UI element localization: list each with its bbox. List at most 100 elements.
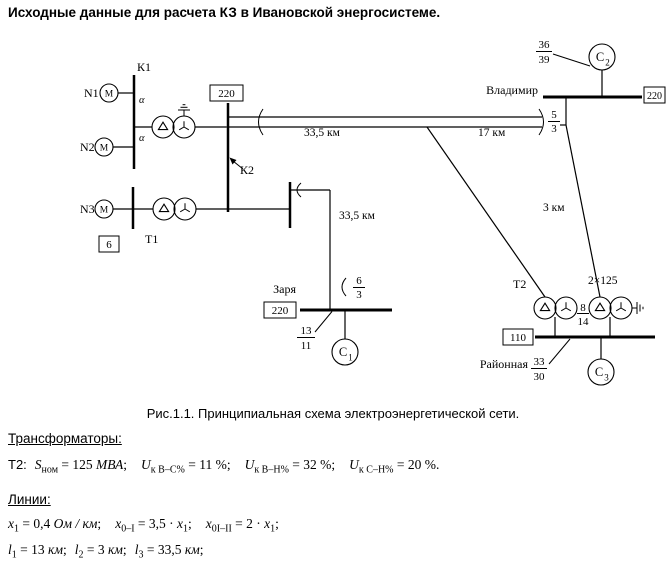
- label-t2: Т2: [513, 277, 526, 291]
- u2-var: U: [244, 457, 255, 472]
- substation-vladimir: Владимир 220 С 2 36 39: [486, 39, 666, 104]
- x1-var: x: [8, 516, 14, 531]
- t2-label: Т2:: [8, 457, 27, 472]
- x1-unit: Ом / км: [53, 516, 98, 531]
- motor-letter: М: [100, 206, 109, 216]
- x1-end: ;: [97, 516, 102, 531]
- x0-sub2: 1: [183, 523, 189, 535]
- transformer-t2a-icon: [533, 296, 578, 320]
- l2-sub: 2: [78, 549, 84, 561]
- generator-circle: [588, 43, 616, 71]
- l2-unit: км: [107, 542, 123, 557]
- substation-name: Владимир: [486, 83, 538, 97]
- svg-text:С: С: [596, 50, 604, 64]
- x1-sub: 1: [14, 523, 19, 535]
- svg-text:30: 30: [534, 371, 546, 383]
- winding-delta-icon: [152, 197, 176, 221]
- u1-var: U: [141, 457, 151, 472]
- l3-sub: 3: [138, 549, 144, 561]
- s-sub: ном: [41, 464, 59, 476]
- l1-end: ;: [62, 542, 67, 557]
- generator-circle: [587, 358, 615, 386]
- winding-delta-icon: [151, 115, 175, 139]
- fraction-gen3: 33 30: [531, 356, 547, 383]
- generator-c1: С 1: [331, 311, 359, 366]
- fraction-t2: 8 14: [577, 302, 589, 328]
- u3-end: .: [436, 457, 440, 472]
- lines-l-row: l1 = 13 км;l2 = 3 км;l3 = 33,5 км;: [8, 542, 204, 561]
- arrowhead-icon: [229, 157, 237, 165]
- line-length-label: 33,5 км: [339, 210, 376, 222]
- svg-text:3: 3: [551, 123, 557, 135]
- fraction-gen2: 36 39: [536, 39, 552, 66]
- substation-name: Районная: [480, 357, 529, 371]
- winding-delta-icon: [533, 296, 557, 320]
- voltage-box: [502, 328, 534, 346]
- u1-eq: = 11 %: [184, 457, 227, 472]
- bus-k1: К1 α α: [132, 60, 151, 169]
- l3-eq: = 33,5: [143, 542, 185, 557]
- svg-text:11: 11: [301, 340, 312, 352]
- x0-eq: = 3,5 ·: [134, 516, 178, 531]
- motor-letter: М: [105, 90, 114, 100]
- alpha-label: α: [139, 95, 145, 106]
- x0-end: ;: [188, 516, 192, 531]
- svg-text:С: С: [595, 365, 603, 379]
- u2-end: ;: [331, 457, 336, 472]
- pointer-line: [548, 338, 571, 365]
- generator-c3: С 3: [587, 338, 615, 386]
- x0ii-var2: x: [264, 516, 271, 531]
- bus-220-main: 220: [209, 84, 244, 212]
- l2-end: ;: [122, 542, 127, 557]
- voltage-label-220: 220: [218, 88, 235, 100]
- svg-text:5: 5: [551, 109, 557, 121]
- transformer-t1-icon: Т1: [133, 182, 292, 246]
- voltage-box: [98, 235, 120, 253]
- transformers-heading: Трансформаторы:: [8, 431, 122, 446]
- line-zarya-33km: 33,5 км 6 3: [290, 182, 376, 310]
- substation-zarya: Заря 220 13 11 С 1: [263, 282, 392, 366]
- alpha-label: α: [139, 133, 145, 144]
- voltage-box: [643, 86, 666, 104]
- x0-var: x: [115, 516, 122, 531]
- line-length-label: 33,5 км: [304, 127, 341, 139]
- x0-var2: x: [177, 516, 184, 531]
- label-n3: N3: [80, 202, 95, 216]
- scheme-diagram: N1 М N2 М К1 α α: [80, 39, 666, 386]
- grid-transformer-icon: [134, 104, 227, 139]
- generator-circle: [331, 338, 359, 366]
- t2-rating-label: 2×125: [588, 275, 618, 287]
- svg-text:3: 3: [604, 373, 609, 383]
- figure-caption: Рис.1.1. Принципиальная схема электроэне…: [146, 406, 520, 421]
- voltage-box: [209, 84, 244, 102]
- u2-eq: = 32 %: [288, 457, 332, 472]
- l2-var: l: [74, 542, 79, 557]
- line-tap-bracket: [258, 108, 264, 136]
- fault-k2-label: К2: [240, 163, 254, 177]
- label-t1: Т1: [145, 232, 158, 246]
- lines-section: Линии:: [8, 491, 51, 509]
- svg-text:С: С: [339, 345, 347, 359]
- line-3km: 3 км: [426, 124, 601, 298]
- substation-name: Заря: [273, 282, 296, 296]
- l1-sub: 1: [11, 549, 17, 561]
- svg-text:33: 33: [534, 356, 546, 368]
- label-n2: N2: [80, 140, 95, 154]
- fraction-vladimir-line: 5 3: [548, 109, 560, 135]
- line-length-label: 17 км: [478, 127, 506, 139]
- l1-var: l: [8, 542, 12, 557]
- x0-sub: 0–I: [121, 523, 135, 535]
- voltage-label-110: 110: [510, 332, 527, 344]
- svg-text:39: 39: [539, 54, 551, 66]
- l2-eq: = 3: [83, 542, 108, 557]
- t2-parameters-row: Т2:Sном = 125 МВА;Uк В–С% = 11 %;Uк В–Н%…: [8, 457, 439, 476]
- substation-raionnaya: Т2 2×125 8 14: [480, 275, 655, 386]
- u3-var: U: [349, 457, 359, 472]
- x1-eq: = 0,4: [19, 516, 54, 531]
- svg-text:8: 8: [580, 302, 586, 314]
- transformer-t2b-icon: [588, 296, 633, 320]
- brace-icon: [341, 277, 347, 297]
- fraction-zarya-line: 6 3: [353, 275, 365, 301]
- label-n1: N1: [84, 86, 99, 100]
- l3-var: l: [134, 542, 139, 557]
